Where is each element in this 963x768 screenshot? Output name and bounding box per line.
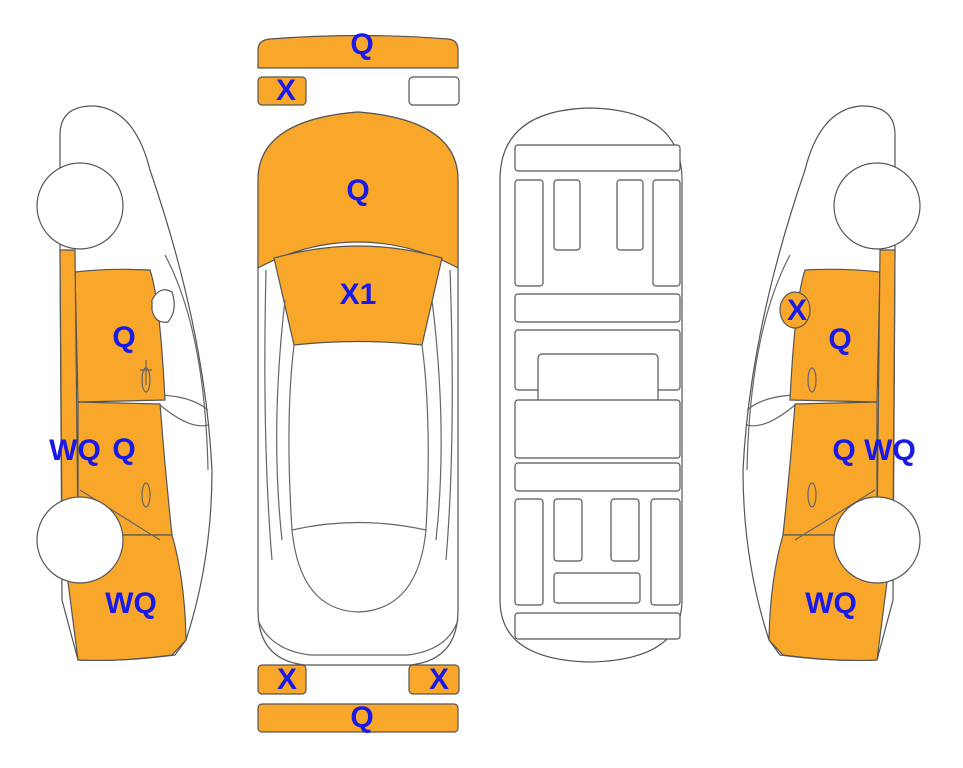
front-left-light[interactable] bbox=[257, 76, 307, 106]
left-rear-quarter-label: WQ bbox=[105, 587, 157, 620]
rear-bumper[interactable] bbox=[257, 703, 459, 733]
left-rear-wheel bbox=[36, 496, 124, 584]
left-front-door-label: Q bbox=[112, 321, 135, 354]
left-side-view: Q Q WQ WQ bbox=[36, 105, 213, 662]
right-rear-door-side-label: WQ bbox=[864, 434, 916, 467]
rear-bumper-label: Q bbox=[350, 701, 373, 734]
left-front-door[interactable] bbox=[74, 268, 166, 403]
right-sill[interactable] bbox=[876, 249, 896, 536]
left-rear-door-label: Q bbox=[112, 433, 135, 466]
right-mirror-label: X bbox=[787, 294, 807, 327]
rear-right-light[interactable] bbox=[408, 664, 460, 695]
front-bumper-label: Q bbox=[350, 28, 373, 61]
right-mirror[interactable] bbox=[779, 291, 811, 329]
left-front-wheel bbox=[36, 162, 124, 250]
right-rear-door-label: Q bbox=[832, 434, 855, 467]
windshield-label: X1 bbox=[340, 278, 377, 311]
right-side-view: X Q Q WQ WQ bbox=[742, 105, 921, 662]
front-left-light-label: X bbox=[276, 74, 296, 107]
right-front-wheel bbox=[833, 162, 921, 250]
right-rear-wheel bbox=[833, 496, 921, 584]
right-front-door-label: Q bbox=[828, 323, 851, 356]
front-bumper[interactable] bbox=[257, 34, 459, 69]
left-sill[interactable] bbox=[59, 249, 79, 536]
left-rear-door-side-label: WQ bbox=[49, 434, 101, 467]
rear-left-light[interactable] bbox=[257, 664, 307, 695]
hood-label: Q bbox=[346, 174, 369, 207]
right-front-door[interactable] bbox=[789, 268, 881, 403]
hood[interactable] bbox=[257, 111, 459, 270]
front-right-light[interactable] bbox=[408, 76, 460, 106]
left-mirror bbox=[151, 289, 175, 323]
windshield[interactable] bbox=[273, 245, 443, 346]
rear-right-light-label: X bbox=[429, 663, 449, 696]
top-view: Q X Q X1 X X Q bbox=[257, 28, 460, 734]
underbody-view bbox=[499, 107, 683, 663]
right-rear-quarter-label: WQ bbox=[805, 587, 857, 620]
rear-left-light-label: X bbox=[277, 663, 297, 696]
